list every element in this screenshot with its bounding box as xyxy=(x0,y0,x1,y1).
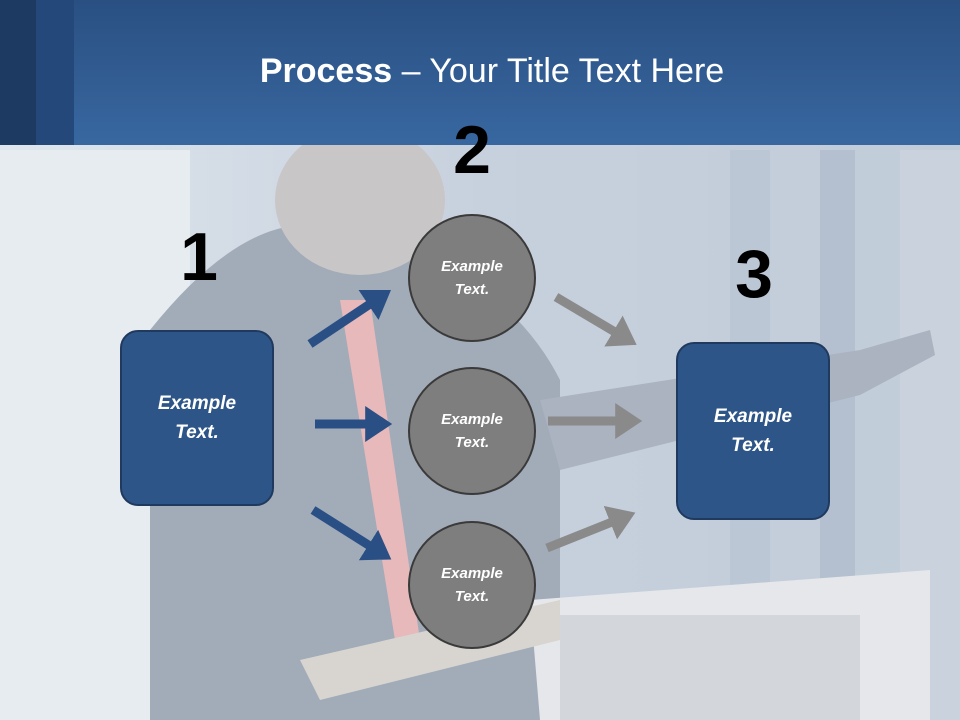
step-1-text-line: Example xyxy=(157,393,237,414)
header-bar: Process – Your Title Text Here xyxy=(0,0,960,145)
step-number-3: 3 xyxy=(735,236,773,312)
circle-text-line: Text. xyxy=(454,281,490,298)
circle-text-line: Example xyxy=(441,258,503,275)
arrow-circle-bottom-to-box3 xyxy=(545,505,636,553)
step-3-text-line: Text. xyxy=(731,435,775,456)
slide-title: Process – Your Title Text Here xyxy=(0,52,960,91)
arrow-box1-to-circle-top xyxy=(307,290,391,348)
step-3-text-line: Example xyxy=(713,406,793,427)
step-1-text: Example Text. xyxy=(158,389,236,447)
step-2-circle-bottom: Example Text. xyxy=(408,521,536,649)
circle-text-line: Example xyxy=(441,411,503,428)
arrow-box1-to-circle-bottom xyxy=(310,506,392,561)
circle-text-line: Text. xyxy=(454,588,490,605)
circle-text-line: Text. xyxy=(454,434,490,451)
step-3-text: Example Text. xyxy=(714,402,792,460)
step-number-2: 2 xyxy=(453,112,491,188)
circle-text: Example Text. xyxy=(441,408,503,454)
step-1-box: Example Text. xyxy=(120,330,274,506)
title-bold: Process xyxy=(259,52,393,90)
step-2-circle-middle: Example Text. xyxy=(408,367,536,495)
step-number-1: 1 xyxy=(180,219,218,295)
circle-text: Example Text. xyxy=(441,255,503,301)
step-1-text-line: Text. xyxy=(175,422,219,443)
step-2-circle-top: Example Text. xyxy=(408,214,536,342)
title-rest: – Your Title Text Here xyxy=(392,52,725,90)
circle-text: Example Text. xyxy=(441,562,503,608)
arrow-circle-top-to-box3 xyxy=(553,293,637,347)
step-3-box: Example Text. xyxy=(676,342,830,520)
circle-text-line: Example xyxy=(441,565,503,582)
header-accent-stripe xyxy=(0,0,36,145)
header-accent-stripe xyxy=(36,0,74,145)
